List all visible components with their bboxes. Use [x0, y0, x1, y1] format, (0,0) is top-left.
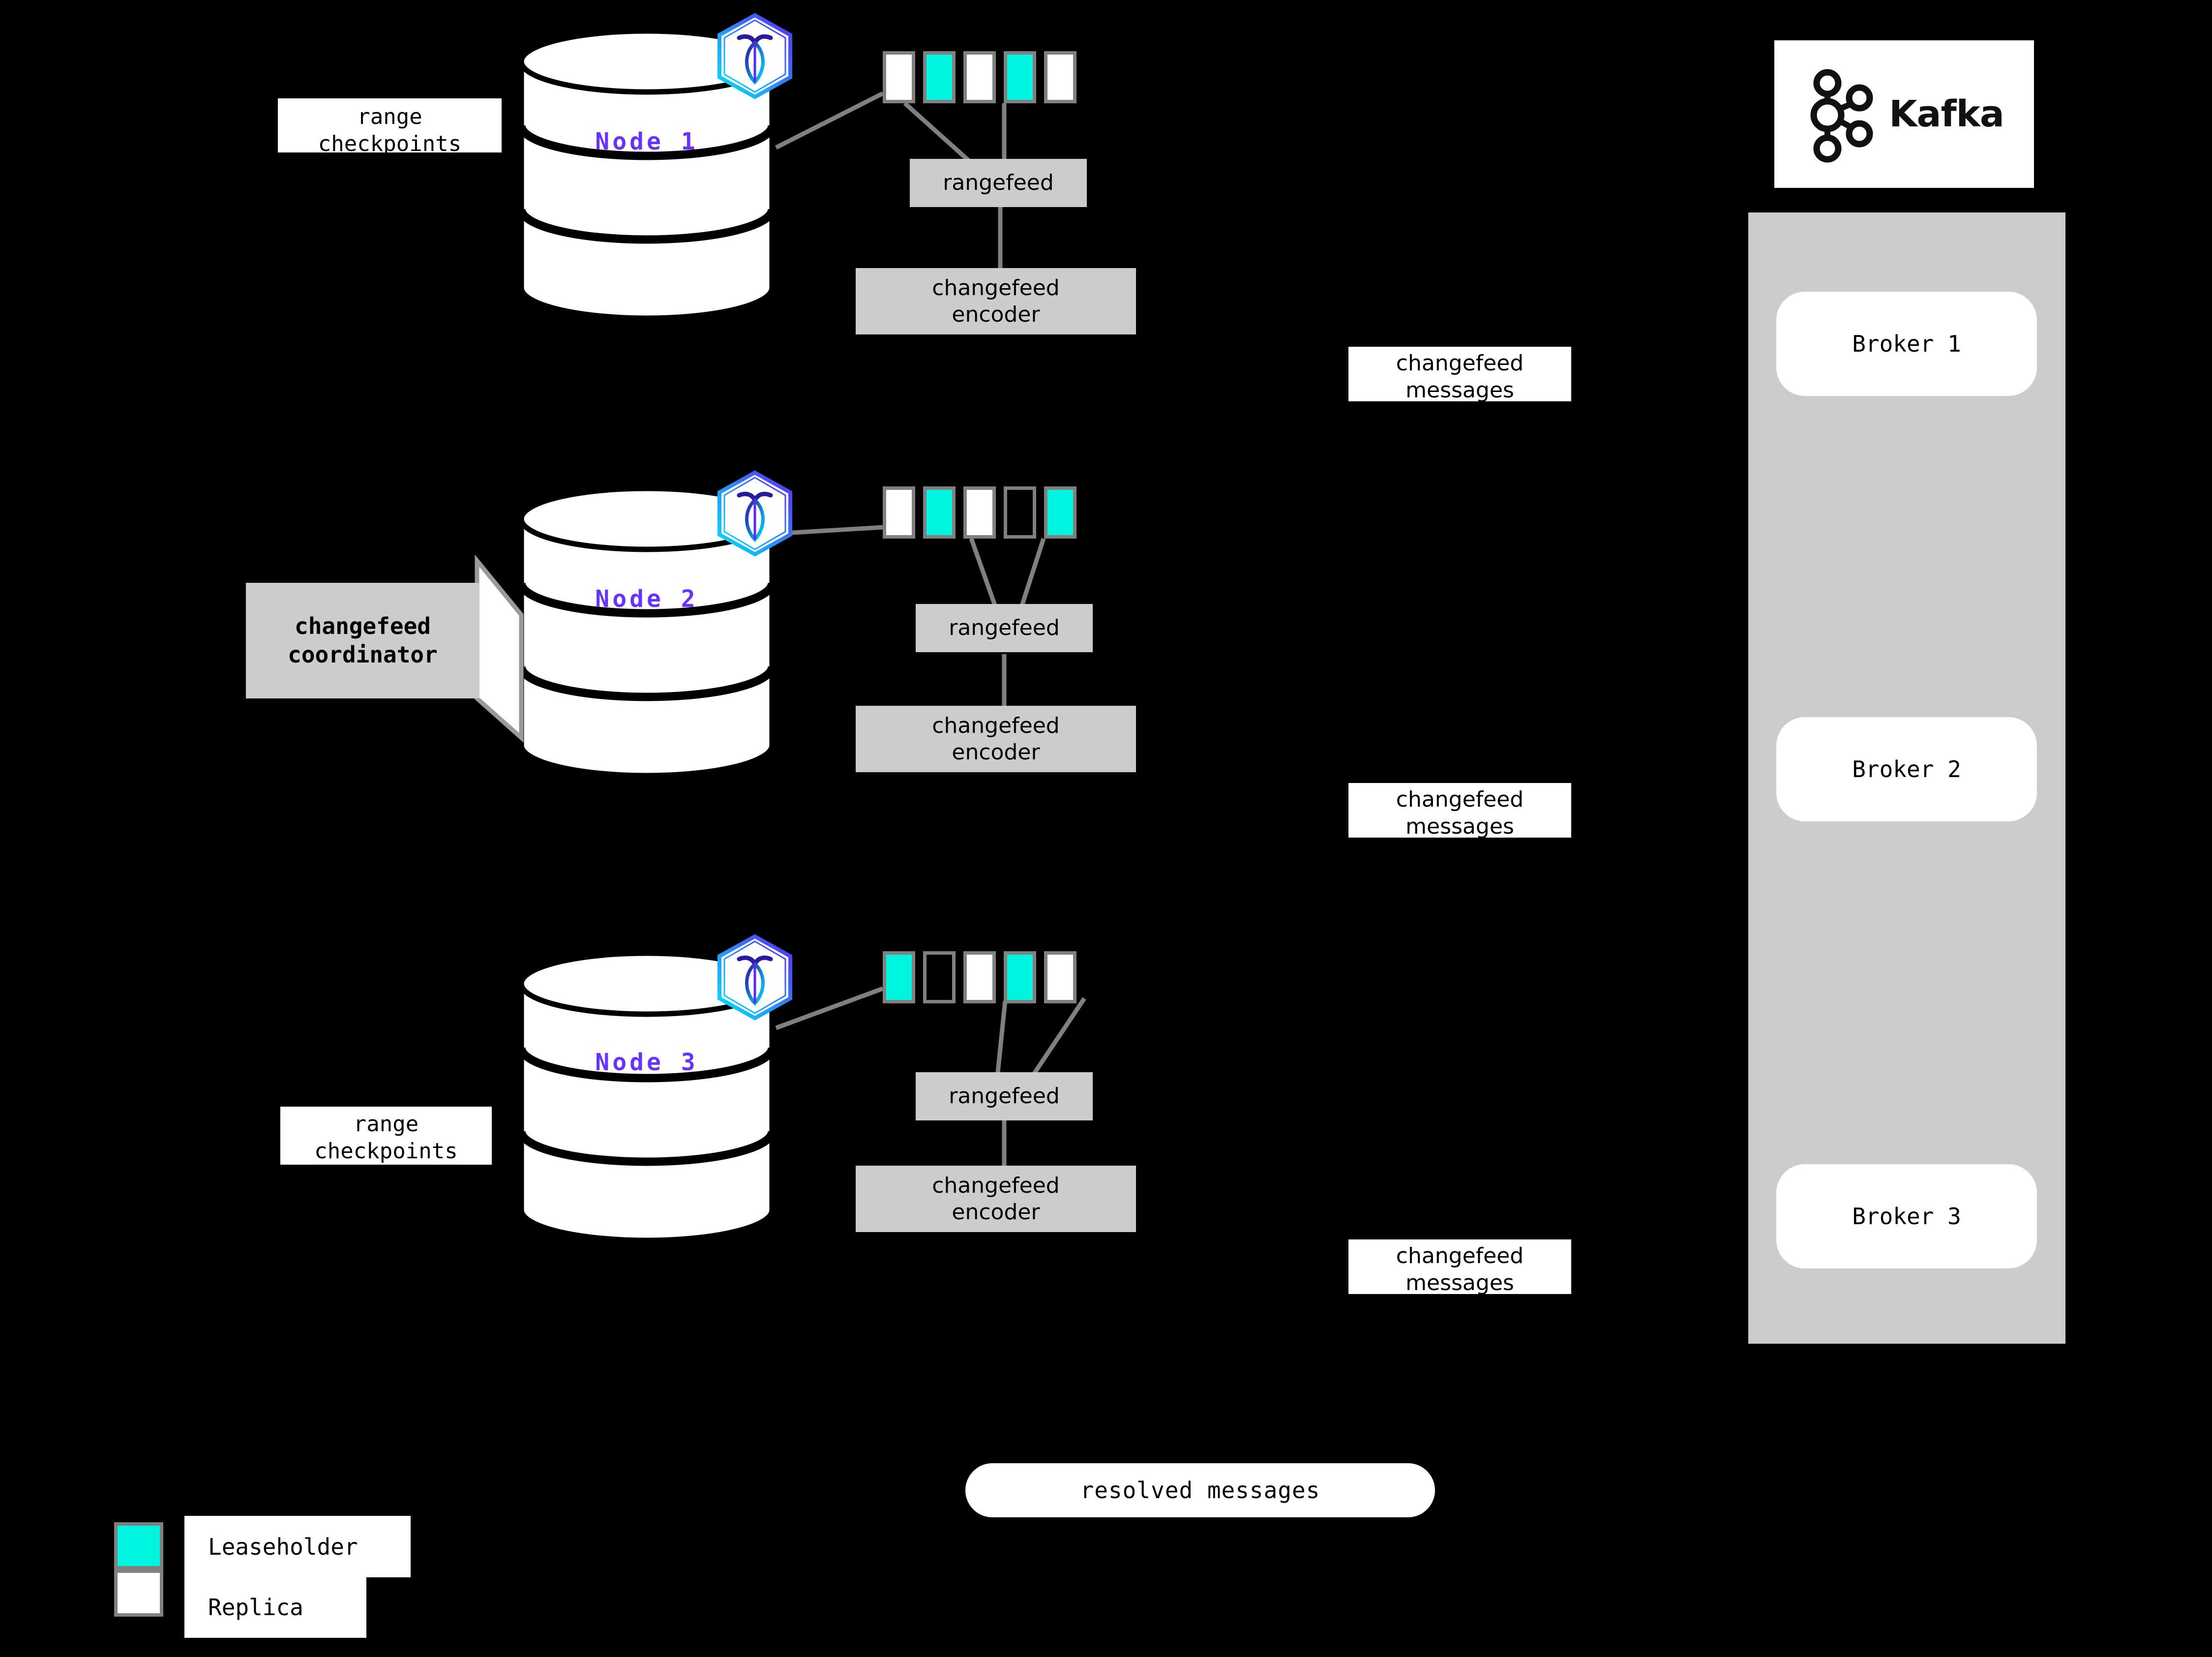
range-box[interactable] — [1004, 51, 1036, 103]
legend-swatch-leaseholder — [114, 1522, 163, 1569]
changefeed-messages-line-2: messages — [1405, 814, 1514, 838]
range-checkpoints-label-bottom: range checkpoints — [280, 1107, 492, 1165]
range-checkpoints-line-1: range — [353, 1112, 419, 1137]
kafka-node-graph-icon — [1810, 69, 1873, 163]
node-label-1: Node 1 — [595, 128, 698, 155]
encoder-line-1: changefeed — [932, 1173, 1060, 1198]
node-cylinder-3 — [516, 949, 777, 1244]
encoder-line-1: changefeed — [932, 275, 1060, 301]
changefeed-messages-line-1: changefeed — [1396, 351, 1524, 376]
broker-box-2[interactable]: Broker 2 — [1776, 717, 2037, 821]
changefeed-messages-line-2: messages — [1405, 378, 1514, 401]
range-box[interactable] — [1044, 51, 1076, 103]
range-box[interactable] — [963, 51, 996, 103]
range-box[interactable] — [1004, 951, 1036, 1003]
range-box[interactable] — [923, 486, 956, 539]
range-box[interactable] — [1044, 486, 1076, 539]
node-cylinder-2 — [516, 484, 777, 780]
kafka-logo: Kafka — [1774, 40, 2034, 188]
legend-label-leaseholder: Leaseholder — [184, 1516, 411, 1577]
rangefeed-box-1[interactable]: rangefeed — [910, 159, 1087, 207]
cockroachdb-hex-icon — [716, 470, 794, 557]
node-label-3: Node 3 — [595, 1049, 698, 1076]
node-cylinder-1 — [516, 27, 777, 322]
range-row-1 — [883, 51, 1076, 103]
encoder-line-2: encoder — [952, 739, 1040, 765]
range-checkpoints-line-1: range — [357, 104, 422, 129]
range-box[interactable] — [923, 951, 956, 1003]
broker-box-3[interactable]: Broker 3 — [1776, 1164, 2037, 1268]
range-checkpoints-line-2: checkpoints — [318, 131, 462, 152]
changefeed-messages-line-2: messages — [1405, 1270, 1514, 1294]
changefeed-messages-label-3: changefeed messages — [1348, 1239, 1571, 1294]
resolved-messages-pill[interactable]: resolved messages — [965, 1463, 1435, 1517]
changefeed-coordinator[interactable]: changefeed coordinator — [246, 551, 531, 757]
legend-swatch-replica — [114, 1569, 163, 1617]
rangefeed-box-2[interactable]: rangefeed — [916, 604, 1093, 652]
range-box[interactable] — [883, 486, 915, 539]
range-box[interactable] — [963, 486, 996, 539]
range-box[interactable] — [923, 51, 956, 103]
range-box[interactable] — [1044, 951, 1076, 1003]
changefeed-messages-label-1: changefeed messages — [1348, 347, 1571, 401]
changefeed-encoder-box-2[interactable]: changefeed encoder — [856, 706, 1136, 772]
range-box[interactable] — [883, 51, 915, 103]
changefeed-encoder-box-1[interactable]: changefeed encoder — [856, 268, 1136, 334]
range-row-2 — [883, 486, 1076, 539]
range-box[interactable] — [963, 951, 996, 1003]
node-label-2: Node 2 — [595, 585, 698, 613]
coordinator-line-1: changefeed — [295, 613, 431, 639]
coordinator-line-2: coordinator — [288, 641, 438, 668]
changefeed-messages-line-1: changefeed — [1396, 1243, 1524, 1268]
rangefeed-box-3[interactable]: rangefeed — [916, 1072, 1093, 1120]
legend-label-replica: Replica — [184, 1576, 366, 1638]
changefeed-messages-label-2: changefeed messages — [1348, 783, 1571, 838]
range-row-3 — [883, 951, 1076, 1003]
range-checkpoints-line-2: checkpoints — [314, 1139, 458, 1164]
range-checkpoints-label-top: range checkpoints — [278, 98, 502, 152]
encoder-line-2: encoder — [952, 301, 1040, 327]
range-box[interactable] — [1004, 486, 1036, 539]
encoder-line-1: changefeed — [932, 713, 1060, 738]
changefeed-messages-line-1: changefeed — [1396, 787, 1524, 812]
cockroachdb-hex-icon — [716, 934, 794, 1021]
kafka-wordmark: Kafka — [1889, 93, 2004, 135]
broker-box-1[interactable]: Broker 1 — [1776, 292, 2037, 396]
range-box[interactable] — [883, 951, 915, 1003]
encoder-line-2: encoder — [952, 1199, 1040, 1225]
cockroachdb-hex-icon — [716, 12, 794, 100]
changefeed-encoder-box-3[interactable]: changefeed encoder — [856, 1166, 1136, 1232]
